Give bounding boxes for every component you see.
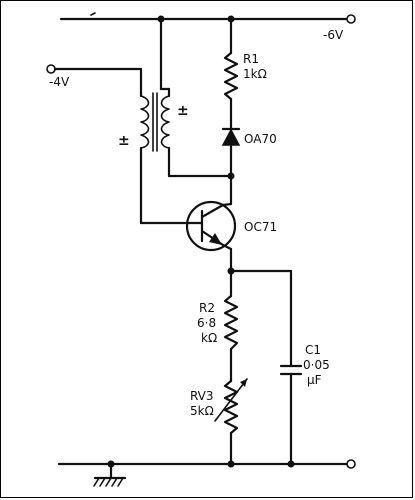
diode-triangle — [221, 128, 241, 146]
supply-neg4v-label: -4V — [49, 75, 70, 89]
rv3-adjust-arrow — [214, 378, 248, 422]
terminal-neg6v[interactable] — [346, 14, 356, 24]
capacitor-c1: C1 0·05 μF — [279, 343, 330, 387]
transistor-emitter-arrow — [209, 233, 222, 245]
junction-dot — [287, 460, 295, 468]
resistor-r2 — [223, 294, 239, 351]
ground-hatch — [93, 477, 100, 487]
diode-oa70: OA70 — [221, 127, 277, 146]
rail-tick-mark — [90, 12, 96, 16]
transistor-collector-lead — [200, 203, 225, 219]
r1-value-label: 1kΩ — [243, 67, 267, 81]
supply-neg6v-label: -6V — [323, 28, 344, 42]
r2-unit-label: kΩ — [201, 331, 217, 345]
transformer-secondary-winding — [160, 95, 170, 149]
transistor-collector-lead — [221, 202, 233, 207]
ground-hatch — [99, 477, 106, 487]
variable-resistor-rv3 — [223, 379, 239, 435]
transistor-oc71: OC71 — [185, 200, 277, 252]
r2-ref-label: R2 — [199, 301, 215, 315]
transistor-ref-label: OC71 — [244, 220, 277, 234]
c1-ref-label: C1 — [305, 343, 321, 357]
terminal-ground[interactable] — [346, 459, 356, 469]
transformer-primary-winding — [140, 95, 150, 149]
rv3-arrowhead — [240, 379, 247, 387]
transformer: ± ± — [118, 92, 189, 152]
transistor-emitter-lead — [221, 243, 233, 251]
rv3-ref-label: RV3 — [190, 389, 214, 403]
transistor-envelope — [185, 200, 237, 252]
transformer-polarity-left: ± — [118, 133, 130, 149]
c1-value-label: 0·05 — [303, 358, 330, 372]
terminal-neg4v[interactable] — [46, 64, 56, 74]
transformer-polarity-right: ± — [177, 103, 189, 119]
diode-ref-label: OA70 — [244, 132, 277, 146]
chassis-ground-icon — [93, 462, 127, 487]
r1-ref-label: R1 — [243, 52, 259, 66]
junction-dot — [227, 172, 235, 180]
r2-value-label: 6·8 — [197, 316, 216, 330]
c1-unit-label: μF — [307, 373, 322, 387]
ground-hatch — [117, 477, 124, 487]
resistor-r1 — [223, 51, 239, 101]
ground-hatch — [105, 477, 112, 487]
rv3-value-label: 5kΩ — [190, 404, 214, 418]
junction-dot — [227, 460, 235, 468]
ground-hatch — [111, 477, 118, 487]
